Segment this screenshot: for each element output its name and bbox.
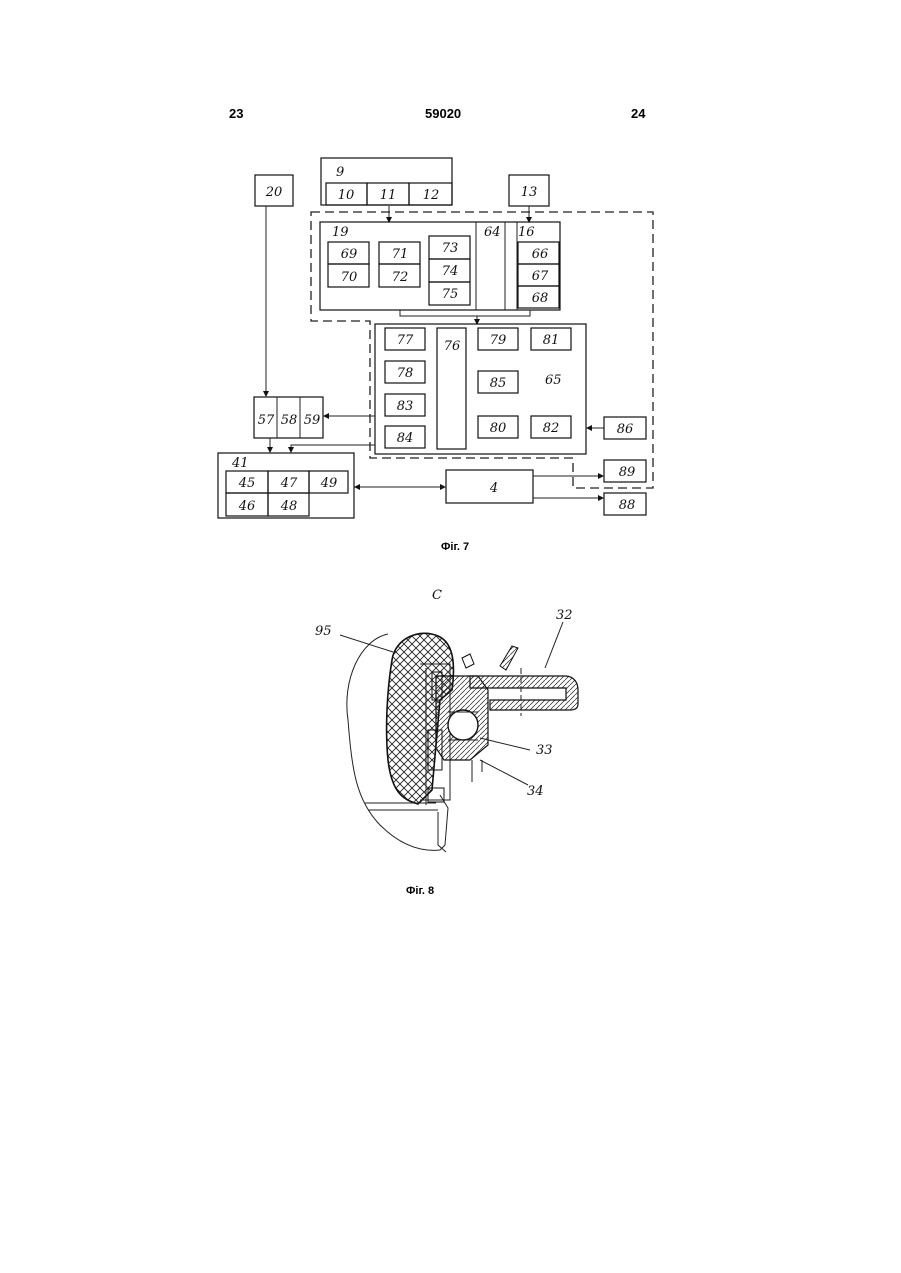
block-74-label: 74	[442, 264, 459, 279]
block-67-label: 67	[532, 269, 549, 284]
block-79-label: 79	[490, 333, 507, 348]
block-65-label: 65	[545, 373, 562, 388]
block-66-label: 66	[532, 247, 549, 262]
block-72-label: 72	[392, 270, 409, 285]
block-84-label: 84	[397, 431, 414, 446]
figure-8-caption: Фіг. 8	[406, 885, 434, 897]
block-86-label: 86	[617, 422, 634, 437]
block-4-label: 4	[489, 481, 498, 496]
block-20-label: 20	[265, 185, 283, 200]
block-83-label: 83	[397, 399, 414, 414]
block-82-label: 82	[543, 421, 560, 436]
block-69-label: 69	[341, 247, 358, 262]
block-85-label: 85	[490, 376, 507, 391]
block-89-label: 89	[619, 465, 636, 480]
block-68-label: 68	[532, 291, 549, 306]
block-88-label: 88	[619, 498, 636, 513]
block-64-label: 64	[484, 225, 501, 240]
block-13-label: 13	[521, 185, 538, 200]
block-73-label: 73	[442, 241, 459, 256]
block-78-label: 78	[397, 366, 414, 381]
block-41-label: 41	[231, 456, 249, 471]
block-46-label: 46	[238, 499, 256, 514]
block-57-label: 57	[258, 413, 275, 428]
block-59-label: 59	[304, 413, 321, 428]
block-75-label: 75	[442, 287, 459, 302]
block-16-label: 16	[518, 225, 535, 240]
block-70-label: 70	[341, 270, 358, 285]
block-71-label: 71	[392, 247, 409, 262]
block-58-label: 58	[281, 413, 298, 428]
figure-7-caption: Фіг. 7	[441, 541, 469, 553]
block-77-label: 77	[397, 333, 414, 348]
block-9-label: 9	[336, 165, 344, 180]
block-19-label: 19	[332, 225, 349, 240]
block-49-label: 49	[320, 476, 338, 491]
block-11-label: 11	[380, 188, 397, 203]
block-45-label: 45	[238, 476, 256, 491]
block-76-label: 76	[444, 339, 461, 354]
block-48-label: 48	[280, 499, 298, 514]
block-10-label: 10	[338, 188, 355, 203]
block-9: 9 10 11 12	[321, 158, 452, 205]
block-81-label: 81	[543, 333, 560, 348]
block-80-label: 80	[490, 421, 507, 436]
block-12-label: 12	[423, 188, 440, 203]
block-47-label: 47	[280, 476, 298, 491]
